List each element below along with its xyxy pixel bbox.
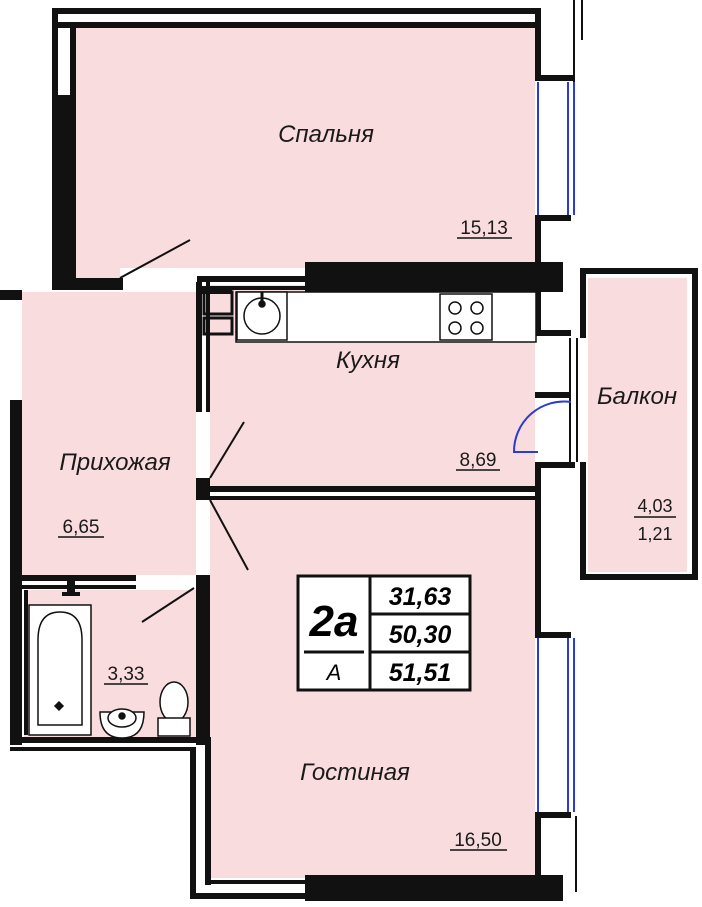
wall-bath-bottom [10,737,210,743]
wall-hall-left [10,400,22,745]
wall-hall-kitchen [196,282,202,412]
wall-kitchen-living [196,486,538,492]
bath-pipe [62,580,80,596]
wall-top [52,8,538,14]
wall-living-bottom-solid [305,875,563,901]
hallway-area: 6,65 [63,517,100,538]
badge-type: 2а [309,597,359,646]
kitchen-niche-outline [202,290,234,336]
wall-hall-left-top [0,290,22,300]
balcony-area-reduced: 1,21 [637,524,672,544]
walls [0,8,698,901]
wall-right-outer-2 [535,75,575,81]
living-name: Гостиная [300,759,410,786]
kitchen-area: 8,69 [460,450,497,471]
balcony-area: 4,03 [637,496,672,516]
balcony-wall-right [692,268,698,580]
wall-kitchen-top [197,276,307,282]
kitchen-door [209,421,245,479]
balcony-wall-left-top [580,268,586,338]
wall-kitchen-top-solid [305,262,563,292]
hallway-name: Прихожая [59,449,170,476]
wall-right-pier-6 [535,812,571,818]
wall-right-pier-1b [535,215,541,335]
wall-hall-living [196,575,210,745]
toilet-icon [157,681,191,737]
wall-right-pier-4b [535,462,541,638]
wall-right-outer [535,8,541,80]
wall-right-pier-1 [535,215,571,221]
bathroom-area: 3,33 [108,664,145,685]
wall-hall-kitchen-2 [206,282,210,412]
wall-living-left-2 [205,737,211,885]
sink-icon [236,291,288,341]
wall-right-pier-4 [535,462,575,468]
kitchen-name: Кухня [336,347,400,374]
badge-total-with-balcony: 51,51 [389,659,452,687]
living-door [209,499,249,571]
badge-section: А [325,660,342,685]
stove-icon [439,293,493,341]
badge-total-area: 50,30 [389,621,452,649]
balcony-wall-left-bottom [580,462,586,580]
hallway-fill [22,292,196,575]
windows [537,82,575,812]
washbasin-icon [99,708,145,739]
bath-door [141,587,195,623]
wall-right-pier-6b [535,812,541,892]
wall-left-solid [53,95,75,290]
wall-right-pier-3 [535,392,571,398]
apartment-badge: 2а А 31,63 50,30 51,51 [296,574,472,692]
bathtub-icon [28,604,92,736]
wall-kitchen-living-2 [210,496,538,500]
balcony-door-arc [512,400,572,453]
doors [119,239,249,623]
balcony-wall-top [580,268,698,274]
bedroom-area: 15,13 [460,218,508,239]
wall-bath-inner [24,590,28,735]
living-area: 16,50 [454,830,502,851]
wall-hall-stub [196,478,210,500]
balcony-fill [588,278,687,572]
wall-bath-bottom-2 [10,747,190,751]
bedroom-fill [75,28,535,282]
window-frames [569,0,583,892]
balcony-wall-bottom [580,574,698,580]
wall-right-pier-2 [535,330,571,336]
balcony-name: Балкон [597,383,677,410]
wall-bath-top-2 [22,585,136,589]
wall-living-left [190,747,196,899]
wall-right-pier-5 [535,632,571,638]
wall-kitchen-top-2 [197,286,307,290]
bedroom-door [119,239,191,279]
wall-bedroom-bottom-left [75,278,123,290]
badge-living-area: 31,63 [389,583,452,611]
wall-bath-top [22,575,136,581]
bedroom-name: Спальня [278,121,374,148]
wall-top-inner [52,22,538,28]
